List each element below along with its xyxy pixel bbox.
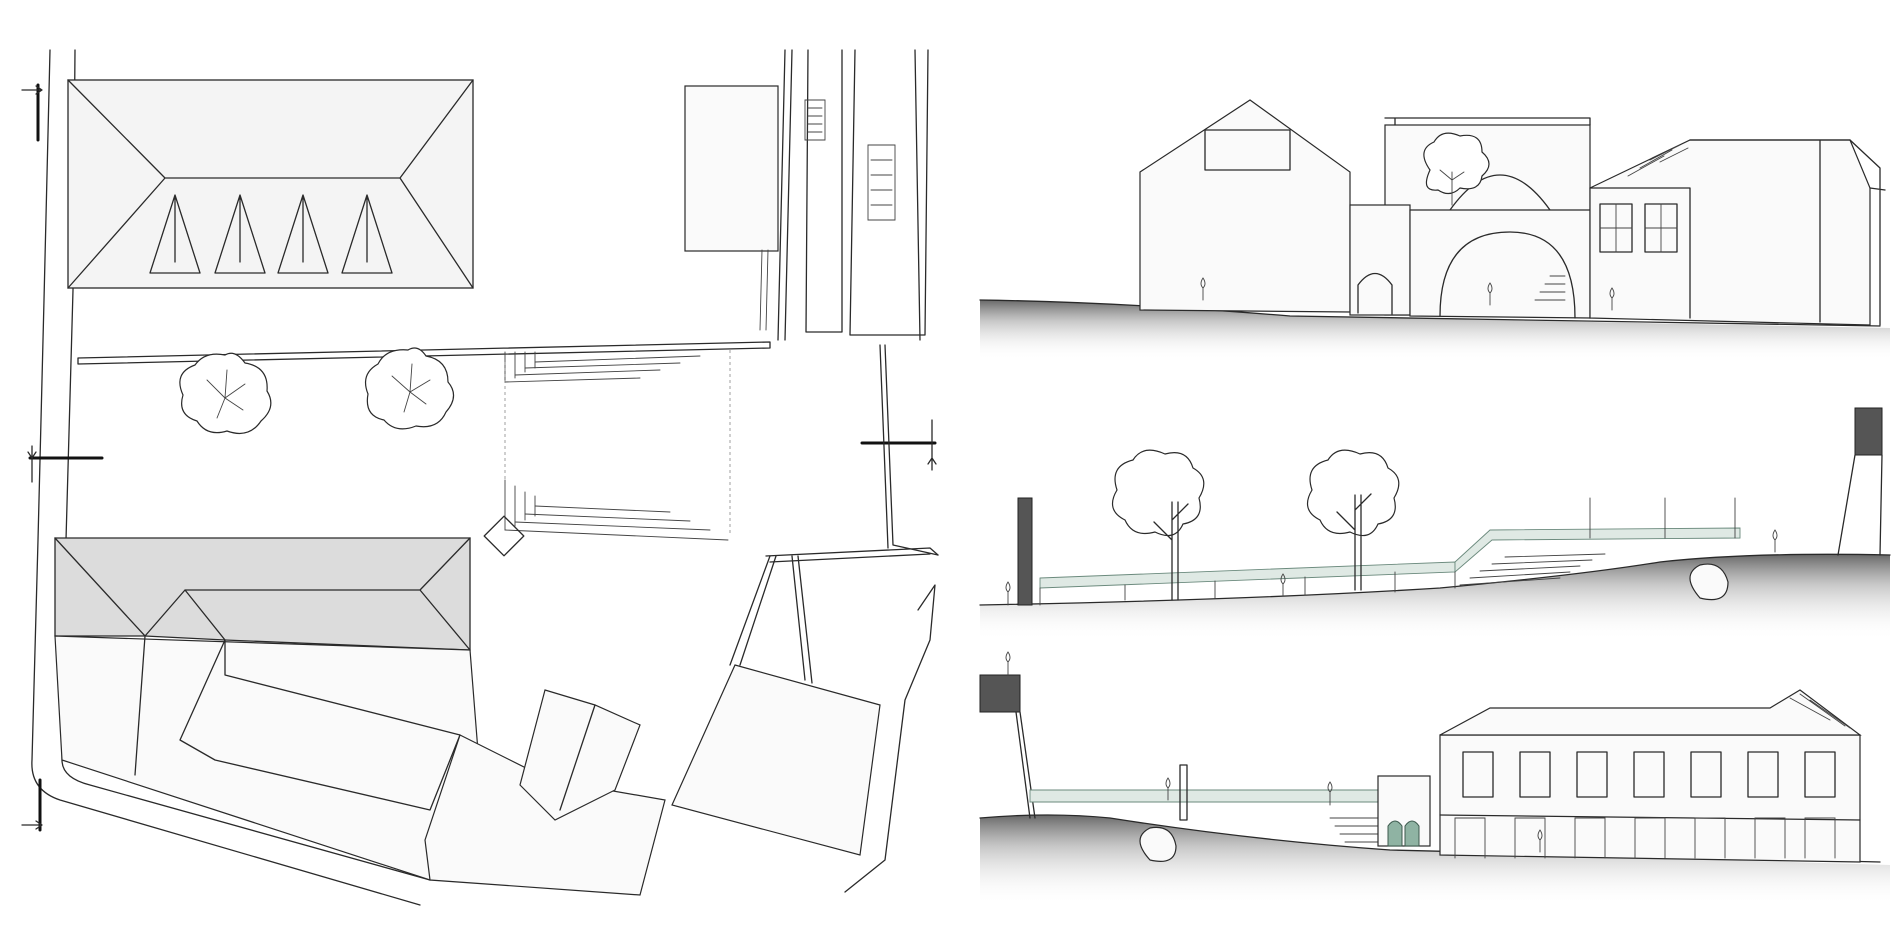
section-marker-icon: [21, 778, 43, 832]
ground-floor-line: [1439, 814, 1861, 821]
section-marker-icon: [27, 445, 104, 483]
building-south-east: [671, 664, 881, 856]
balustrade-posts: [1039, 497, 1736, 606]
long-house-roof: [1439, 689, 1862, 736]
building-gabled-small-ridge: [559, 704, 596, 811]
ground-shadow: [980, 300, 1890, 360]
gabled-house: [1139, 99, 1351, 313]
glass-balustrade: [1029, 789, 1386, 803]
ramp-stairs: [1459, 553, 1606, 586]
arched-wall: [1409, 209, 1591, 319]
site-plan: [21, 49, 939, 906]
section-c: [979, 651, 1890, 905]
alley-walls: [777, 49, 929, 341]
terrace-edge-line: [504, 350, 731, 536]
moon-gate-stairs: [1534, 275, 1566, 301]
tree-icon: [179, 352, 272, 434]
ground-line: [979, 814, 1881, 863]
alley-stair-lower: [867, 144, 896, 221]
section-marker-icon: [21, 83, 43, 142]
gable-window: [1204, 129, 1291, 171]
gutter-line: [759, 249, 769, 331]
building-south-lower-lines: [134, 635, 461, 811]
tree-icon: [1306, 449, 1400, 591]
terrace-steps-lower: [504, 479, 729, 541]
tower-cornice: [1384, 117, 1591, 126]
person-icon: [1005, 529, 1778, 606]
roof-hatching: [1789, 693, 1851, 729]
drain-culvert: [1689, 563, 1729, 601]
low-link-building: [1349, 204, 1411, 316]
ground-doors: [1454, 817, 1836, 859]
section-marker-icon: [860, 419, 937, 471]
lane-east: [729, 555, 936, 893]
alley-stair-upper: [804, 99, 826, 141]
long-house: [1439, 734, 1861, 863]
upper-windows: [1462, 751, 1836, 798]
planter-diamond: [483, 515, 525, 557]
dome-outline: [1449, 174, 1551, 211]
person-icon: [1005, 651, 1543, 853]
right-wall: [1837, 454, 1883, 556]
ground-shadow: [980, 815, 1890, 905]
building-north-west: [67, 79, 474, 289]
ground-line: [979, 299, 1881, 327]
left-wall-stub: [1017, 497, 1033, 606]
tree-icon: [365, 347, 455, 430]
chimney-post: [1179, 764, 1188, 821]
terrace-stairs: [1329, 817, 1396, 843]
left-tower-cap: [979, 674, 1021, 713]
pavilion-arch-door: [1404, 820, 1420, 847]
drain-culvert: [1139, 826, 1177, 862]
building-north-east-block: [684, 85, 779, 252]
moon-gate: [1439, 231, 1576, 319]
terrace-steps-upper: [504, 351, 701, 383]
person-icon: [1200, 277, 1615, 311]
section-b: [979, 407, 1891, 640]
window-pair: [1599, 203, 1678, 253]
courtyard-east-wall: [879, 344, 939, 556]
street-curb-outer: [31, 49, 421, 906]
section-a: [979, 99, 1890, 360]
ground-shadow: [980, 554, 1890, 640]
right-wall-stub: [1854, 407, 1883, 456]
terrace-roof-lines: [1589, 139, 1886, 326]
roof-hatching: [1627, 144, 1689, 177]
glass-balustrade-lower: [1039, 561, 1456, 589]
lane-wall: [765, 547, 939, 563]
glazed-pavilion: [1377, 775, 1431, 847]
tree-icon: [1423, 132, 1490, 206]
pavilion-arch-door-left: [1387, 820, 1403, 847]
link-door-arch: [1357, 272, 1393, 315]
building-south-west: [54, 537, 471, 651]
tree-icon: [1111, 449, 1205, 601]
ground-line: [979, 553, 1891, 606]
courtyard-north-wall: [77, 341, 771, 365]
building-south-lower-left: [54, 635, 486, 881]
dormer-windows: [149, 194, 393, 274]
